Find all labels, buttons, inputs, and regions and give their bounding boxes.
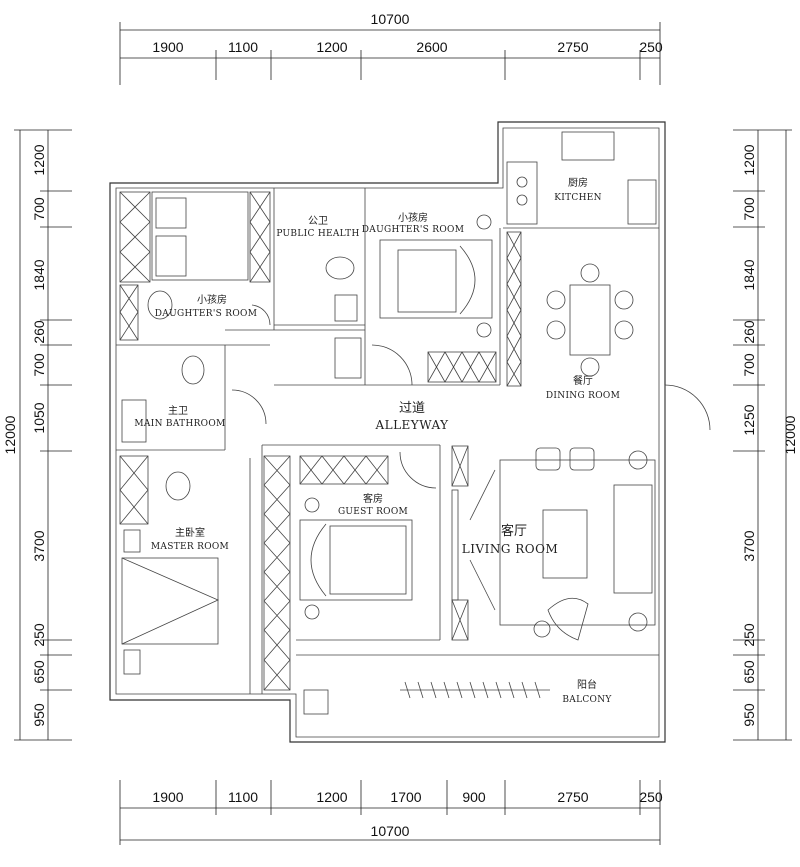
master-room-label-cn: 主卧室 bbox=[175, 526, 205, 539]
right-dim-1: 1200 bbox=[741, 144, 757, 175]
balcony-label-cn: 阳台 bbox=[577, 678, 597, 691]
main-bathroom-label-en: MAIN BATHROOM bbox=[134, 419, 225, 429]
wardrobes bbox=[119, 191, 522, 691]
outer-walls bbox=[109, 121, 666, 743]
bottom-dimensions: 1900 1100 1200 1700 900 2750 250 10700 bbox=[119, 780, 663, 845]
bed-guest bbox=[299, 519, 413, 601]
living-room-label-cn: 客厅 bbox=[501, 523, 527, 539]
public-health-label-en: PUBLIC HEALTH bbox=[276, 229, 359, 239]
left-dim-8: 250 bbox=[31, 623, 47, 647]
top-dim-3: 1200 bbox=[316, 39, 347, 55]
balcony-label-en: BALCONY bbox=[562, 695, 612, 705]
room-labels: 厨房 KITCHEN 公卫 PUBLIC HEALTH 小孩房 DAUGHTER… bbox=[134, 176, 620, 705]
left-dim-1: 1200 bbox=[31, 144, 47, 175]
right-dim-3: 1840 bbox=[741, 259, 757, 290]
bottom-dim-4: 1700 bbox=[390, 789, 421, 805]
left-total-dim: 12000 bbox=[2, 415, 18, 454]
bed-daughter-left bbox=[151, 191, 249, 281]
top-dim-5: 2750 bbox=[557, 39, 588, 55]
public-health-label-cn: 公卫 bbox=[308, 216, 328, 227]
left-dim-10: 950 bbox=[31, 703, 47, 727]
alleyway-label-cn: 过道 bbox=[399, 401, 425, 416]
dining-room-label-cn: 餐厅 bbox=[573, 374, 593, 387]
left-dim-4: 260 bbox=[31, 320, 47, 344]
master-room-label-en: MASTER ROOM bbox=[151, 542, 229, 552]
bottom-dim-3: 1200 bbox=[316, 789, 347, 805]
right-dim-9: 650 bbox=[741, 660, 757, 684]
left-dim-2: 700 bbox=[31, 197, 47, 221]
daughter-room-top-label-en: DAUGHTER'S ROOM bbox=[362, 225, 464, 235]
living-room-label-en: LIVING ROOM bbox=[462, 542, 559, 556]
right-dim-7: 3700 bbox=[741, 530, 757, 561]
top-dim-1: 1900 bbox=[152, 39, 183, 55]
bottom-dim-6: 2750 bbox=[557, 789, 588, 805]
right-dim-5: 700 bbox=[741, 353, 757, 377]
bottom-total-dim: 10700 bbox=[371, 823, 410, 839]
top-dim-4: 2600 bbox=[416, 39, 447, 55]
right-dim-4: 260 bbox=[741, 320, 757, 344]
coffee-table bbox=[542, 509, 588, 579]
bed-daughter-top bbox=[379, 239, 493, 319]
left-dim-5: 700 bbox=[31, 353, 47, 377]
top-dim-2: 1100 bbox=[228, 39, 258, 55]
furniture bbox=[121, 131, 711, 715]
guest-room-label-en: GUEST ROOM bbox=[338, 507, 408, 517]
alleyway-label-en: ALLEYWAY bbox=[374, 418, 449, 432]
right-dimensions: 12000 1200 700 1840 260 700 1250 3700 25… bbox=[733, 129, 798, 741]
kitchen-label-cn: 厨房 bbox=[568, 176, 588, 189]
dining-table bbox=[569, 284, 611, 356]
bottom-dim-5: 900 bbox=[462, 789, 486, 805]
top-total-dim: 10700 bbox=[371, 11, 410, 27]
left-dim-9: 650 bbox=[31, 660, 47, 684]
daughter-room-left-label-en: DAUGHTER'S ROOM bbox=[155, 309, 257, 319]
daughter-room-top-label-cn: 小孩房 bbox=[398, 211, 428, 224]
right-dim-10: 950 bbox=[741, 703, 757, 727]
kitchen-label-en: KITCHEN bbox=[554, 193, 602, 203]
left-dim-3: 1840 bbox=[31, 259, 47, 290]
main-bathroom-label-cn: 主卫 bbox=[168, 405, 188, 417]
guest-room-label-cn: 客房 bbox=[363, 492, 383, 505]
interior-walls bbox=[116, 188, 659, 694]
daughter-room-left-label-cn: 小孩房 bbox=[197, 293, 227, 306]
bottom-dim-2: 1100 bbox=[228, 789, 258, 805]
bottom-dim-7: 250 bbox=[639, 789, 663, 805]
right-dim-6: 1250 bbox=[741, 404, 757, 435]
top-dim-6: 250 bbox=[639, 39, 663, 55]
living-area bbox=[499, 459, 656, 626]
top-dimensions: 10700 1900 1100 1200 2600 2750 250 bbox=[119, 11, 663, 85]
right-dim-2: 700 bbox=[741, 197, 757, 221]
right-total-dim: 12000 bbox=[782, 415, 798, 454]
bottom-dim-1: 1900 bbox=[152, 789, 183, 805]
dining-room-label-en: DINING ROOM bbox=[546, 391, 620, 401]
sofa bbox=[613, 484, 653, 594]
left-dim-7: 3700 bbox=[31, 530, 47, 561]
left-dimensions: 12000 1200 700 1840 260 700 1050 3700 25… bbox=[2, 129, 72, 741]
right-dim-8: 250 bbox=[741, 623, 757, 647]
bed-master bbox=[121, 557, 219, 645]
left-dim-6: 1050 bbox=[31, 402, 47, 433]
